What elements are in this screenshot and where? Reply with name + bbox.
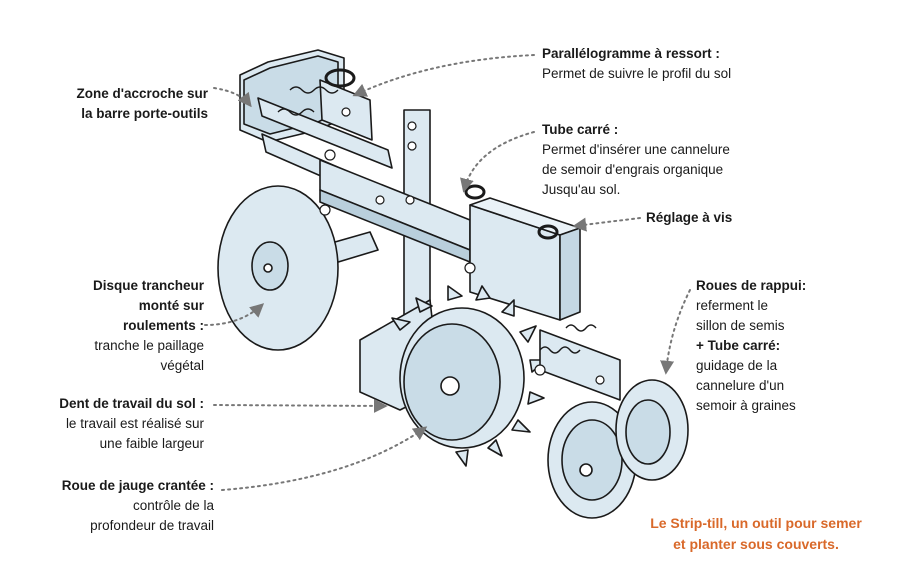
label-parallelogramme: Parallélogramme à ressort : Permet de su…	[542, 44, 731, 84]
label-dent: Dent de travail du sol : le travail est …	[20, 394, 204, 454]
label-roues-rappui: Roues de rappui: referment le sillon de …	[696, 276, 806, 416]
reglage-title: Réglage à vis	[646, 210, 733, 225]
roues-rappui-line5: semoir à graines	[696, 398, 796, 413]
parallelogram-arm-upper	[257, 97, 393, 169]
dent-line1: le travail est réalisé sur	[65, 416, 204, 431]
label-zone-accroche: Zone d'accroche sur la barre porte-outil…	[30, 84, 209, 124]
gauge-wheel-teeth	[391, 285, 547, 467]
bolts	[319, 107, 605, 385]
leader-reglage	[572, 217, 641, 232]
dent-title: Dent de travail du sol :	[59, 396, 204, 411]
roue-jauge-title: Roue de jauge crantée :	[61, 478, 214, 493]
leader-zone-accroche	[213, 87, 252, 108]
parallelogramme-title: Parallélogramme à ressort :	[542, 46, 720, 61]
lift-ring	[324, 68, 356, 88]
roues-rappui-line1: referment le	[696, 298, 769, 313]
spring-lower	[539, 346, 581, 354]
dent-line2: une faible largeur	[99, 436, 204, 451]
leader-roues-rappui	[660, 289, 691, 375]
disque-line5: végétal	[160, 358, 204, 373]
roues-rappui-title2: + Tube carré:	[696, 338, 781, 353]
roue-jauge-line2: profondeur de travail	[90, 518, 214, 533]
label-roue-jauge: Roue de jauge crantée : contrôle de la p…	[20, 476, 214, 536]
leader-dent	[213, 398, 388, 413]
zone-accroche-line2: la barre porte-outils	[81, 106, 208, 121]
leader-tube-carre	[460, 131, 535, 193]
roue-jauge-line1: contrôle de la	[132, 498, 214, 513]
tube-carre-line1: Permet d'insérer une cannelure	[542, 142, 730, 157]
figure-caption: Le Strip-till, un outil pour semer et pl…	[636, 513, 876, 555]
spring-upper	[289, 86, 339, 94]
zone-accroche-line1: Zone d'accroche sur	[76, 86, 209, 101]
disque-line3: roulements :	[122, 318, 204, 333]
disque-line1: Disque trancheur	[92, 278, 204, 293]
roues-rappui-line4: cannelure d'un	[696, 378, 785, 393]
press-wheel-frame	[539, 329, 621, 401]
leader-disque	[204, 303, 265, 326]
caption-line2: et planter sous couverts.	[673, 536, 839, 552]
tube-carre-line2: de semoir d'engrais organique	[542, 162, 724, 177]
label-reglage: Réglage à vis	[646, 208, 732, 228]
screw-ring	[537, 224, 559, 240]
tube-carre-line3: Jusqu'au sol.	[542, 182, 621, 197]
roues-rappui-line3: guidage de la	[696, 358, 778, 373]
disque-line4: tranche le paillage	[94, 338, 204, 353]
leader-parallelogramme	[352, 54, 535, 97]
leader-lines	[204, 54, 691, 491]
roues-rappui-line2: sillon de semis	[696, 318, 785, 333]
label-tube-carre: Tube carré : Permet d'insérer une cannel…	[542, 120, 730, 200]
roues-rappui-title: Roues de rappui:	[696, 278, 807, 293]
leader-roue-jauge	[221, 426, 428, 491]
disque-line2: monté sur	[138, 298, 204, 313]
caption-line1: Le Strip-till, un outil pour semer	[650, 515, 862, 531]
label-disque: Disque trancheur monté sur roulements : …	[30, 276, 204, 376]
tube-carre-title: Tube carré :	[542, 122, 619, 137]
parallelogramme-text: Permet de suivre le profil du sol	[542, 66, 732, 81]
